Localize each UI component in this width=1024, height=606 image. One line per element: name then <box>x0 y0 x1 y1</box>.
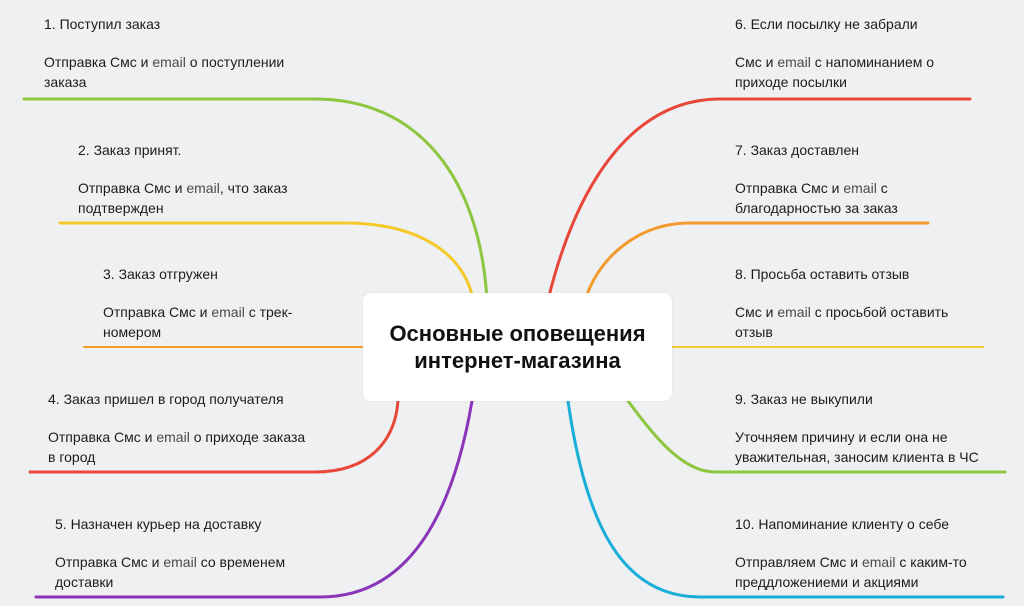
node-2-order-accepted[interactable]: 2. Заказ принят. Отправка Смс и email, ч… <box>78 140 338 218</box>
node-description: Отправка Смс и email со временем доставк… <box>55 554 286 590</box>
branch-5 <box>34 399 474 599</box>
branch-6 <box>546 97 972 302</box>
central-topic-title: Основные оповещения интернет-магазина <box>389 321 646 373</box>
node-description: Отправляем Смс и email с каким-то преддл… <box>735 554 967 590</box>
node-description: Отправка Смс и email о поступлении заказ… <box>44 54 285 90</box>
central-topic[interactable]: Основные оповещения интернет-магазина <box>363 293 672 401</box>
node-description: Отправка Смс и email с благодарностью за… <box>735 180 898 216</box>
branch-9 <box>626 399 1007 474</box>
node-1-order-received[interactable]: 1. Поступил заказ Отправка Смс и email о… <box>44 14 314 92</box>
node-description: Отправка Смс и email, что заказ подтверж… <box>78 180 288 216</box>
node-3-order-shipped[interactable]: 3. Заказ отгружен Отправка Смс и email с… <box>103 264 313 342</box>
branch-10 <box>566 399 1005 599</box>
node-7-order-delivered[interactable]: 7. Заказ доставлен Отправка Смс и email … <box>735 140 920 218</box>
branch-2 <box>58 221 475 302</box>
node-title: 6. Если посылку не забрали <box>735 16 918 32</box>
node-6-parcel-not-picked[interactable]: 6. Если посылку не забрали Смс и email с… <box>735 14 960 92</box>
node-title: 8. Просьба оставить отзыв <box>735 266 910 282</box>
node-5-courier-assigned[interactable]: 5. Назначен курьер на доставку Отправка … <box>55 514 315 592</box>
node-description: Смс и email с напоминанием о приходе пос… <box>735 54 935 90</box>
node-8-review-request[interactable]: 8. Просьба оставить отзыв Смс и email с … <box>735 264 975 342</box>
node-description: Отправка Смс и email с трек-номером <box>103 304 293 340</box>
node-title: 9. Заказ не выкупили <box>735 391 873 407</box>
node-title: 10. Напоминание клиенту о себе <box>735 516 950 532</box>
node-title: 5. Назначен курьер на доставку <box>55 516 262 532</box>
node-title: 7. Заказ доставлен <box>735 142 859 158</box>
node-title: 1. Поступил заказ <box>44 16 161 32</box>
branch-1 <box>22 97 489 302</box>
branch-7 <box>583 221 930 302</box>
node-title: 4. Заказ пришел в город получателя <box>48 391 284 407</box>
node-4-arrived-in-city[interactable]: 4. Заказ пришел в город получателя Отпра… <box>48 389 308 467</box>
node-description: Отправка Смс и email о приходе заказа в … <box>48 429 306 465</box>
node-title: 3. Заказ отгружен <box>103 266 218 282</box>
node-9-not-redeemed[interactable]: 9. Заказ не выкупили Уточняем причину и … <box>735 389 1005 467</box>
node-description: Смс и email с просьбой оставить отзыв <box>735 304 949 340</box>
branch-4 <box>28 399 400 474</box>
node-title: 2. Заказ принят. <box>78 142 182 158</box>
node-10-reminder[interactable]: 10. Напоминание клиенту о себе Отправляе… <box>735 514 995 592</box>
node-description: Уточняем причину и если она не уважитель… <box>735 429 979 465</box>
